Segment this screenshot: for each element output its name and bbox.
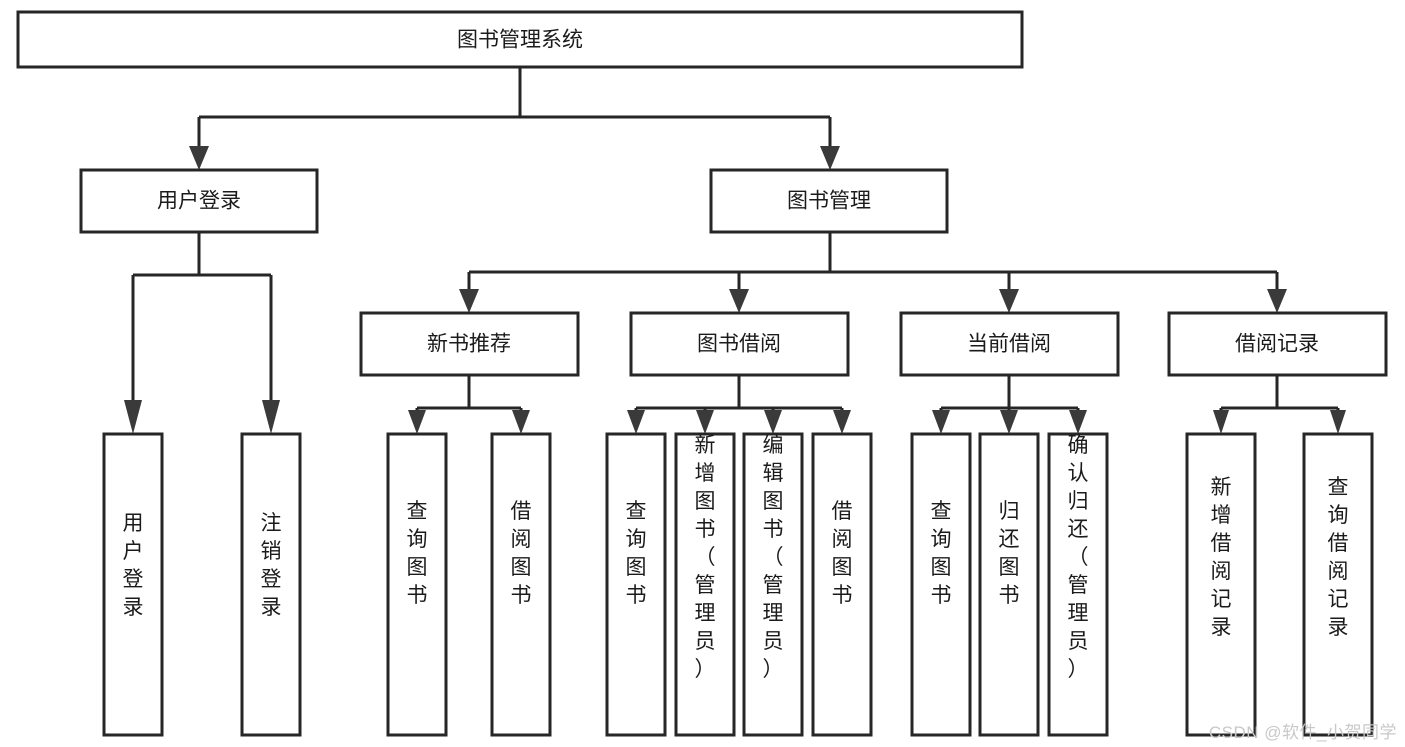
arrowhead-bb-borrow-book bbox=[833, 410, 851, 434]
node-leaf-nb-borrow-book-box[interactable] bbox=[490, 432, 552, 737]
node-leaf-bb-borrow-book[interactable]: 借阅图书 bbox=[811, 432, 873, 737]
arrowhead-book-mgmt bbox=[820, 146, 840, 170]
connector-layer bbox=[124, 67, 1346, 434]
node-leaf-cb-return-book-label: 归还图书 bbox=[999, 500, 1020, 607]
node-current-borrow-label: 当前借阅 bbox=[967, 333, 1051, 356]
node-leaf-cb-return-book-box[interactable] bbox=[978, 432, 1040, 737]
node-book-management[interactable]: 图书管理 bbox=[709, 168, 949, 234]
node-borrow-record[interactable]: 借阅记录 bbox=[1167, 311, 1388, 377]
node-leaf-br-query-record-box[interactable] bbox=[1302, 432, 1374, 737]
node-leaf-cb-confirm-return-box[interactable] bbox=[1047, 432, 1109, 737]
node-leaf-logout[interactable]: 注销登录 bbox=[240, 432, 302, 737]
node-book-borrow-box[interactable] bbox=[629, 311, 850, 377]
node-root-system[interactable]: 图书管理系统 bbox=[16, 10, 1024, 69]
arrowhead-leaf-user-login bbox=[124, 400, 142, 434]
node-book-borrow-label: 图书借阅 bbox=[697, 333, 781, 356]
node-leaf-bb-query-book-label: 查询图书 bbox=[626, 500, 647, 607]
arrowhead-user-login bbox=[189, 146, 209, 170]
node-leaf-bb-query-book-box[interactable] bbox=[605, 432, 667, 737]
csdn-watermark: CSDN @软件_小贺同学 bbox=[1208, 723, 1397, 742]
arrowhead-book-borrow bbox=[729, 289, 749, 313]
node-leaf-user-login-label: 用户登录 bbox=[123, 512, 144, 619]
node-leaf-user-login[interactable]: 用户登录 bbox=[102, 432, 164, 737]
node-leaf-cb-query-book-label: 查询图书 bbox=[931, 500, 952, 607]
arrowhead-bb-add-book bbox=[696, 410, 714, 434]
arrowhead-cb-query-book bbox=[932, 410, 950, 434]
node-leaf-br-add-record[interactable]: 新增借阅记录 bbox=[1185, 432, 1257, 737]
node-leaf-bb-borrow-book-label: 借阅图书 bbox=[832, 500, 853, 607]
node-root-box[interactable] bbox=[16, 10, 1024, 69]
node-user-login[interactable]: 用户登录 bbox=[79, 168, 319, 234]
node-leaf-cb-query-book[interactable]: 查询图书 bbox=[910, 432, 972, 737]
node-leaf-bb-edit-book[interactable]: 编辑图书（管理员） bbox=[742, 432, 804, 737]
node-leaf-nb-borrow-book-label: 借阅图书 bbox=[511, 500, 532, 607]
node-current-borrow-box[interactable] bbox=[899, 311, 1120, 377]
node-borrow-record-label: 借阅记录 bbox=[1235, 333, 1319, 356]
node-leaf-cb-query-book-box[interactable] bbox=[910, 432, 972, 737]
node-book-management-box[interactable] bbox=[709, 168, 949, 234]
node-user-login-label: 用户登录 bbox=[157, 190, 241, 213]
node-leaf-br-query-record-label: 查询借阅记录 bbox=[1328, 476, 1349, 639]
arrowhead-current-borrow bbox=[999, 289, 1019, 313]
node-root-label: 图书管理系统 bbox=[457, 29, 583, 52]
node-new-book-recommend-box[interactable] bbox=[359, 311, 580, 377]
node-leaf-bb-edit-book-label: 编辑图书（管理员） bbox=[763, 434, 784, 681]
node-book-management-label: 图书管理 bbox=[787, 190, 871, 213]
arrowhead-bb-query-book bbox=[627, 410, 645, 434]
node-leaf-nb-query-book-label: 查询图书 bbox=[407, 500, 428, 607]
node-new-book-recommend[interactable]: 新书推荐 bbox=[359, 311, 580, 377]
node-leaf-br-add-record-label: 新增借阅记录 bbox=[1211, 476, 1232, 639]
node-leaf-bb-add-book-label: 新增图书（管理员） bbox=[695, 434, 716, 681]
node-new-book-recommend-label: 新书推荐 bbox=[427, 333, 511, 356]
node-leaf-cb-confirm-return[interactable]: 确认归还（管理员） bbox=[1047, 432, 1109, 737]
node-leaf-nb-query-book[interactable]: 查询图书 bbox=[386, 432, 448, 737]
arrowhead-bb-edit-book bbox=[764, 410, 782, 434]
node-leaf-user-login-box[interactable] bbox=[102, 432, 164, 737]
arrowhead-nb-query-book bbox=[408, 410, 426, 434]
arrowhead-cb-return-book bbox=[1000, 410, 1018, 434]
arrowhead-br-query-record bbox=[1330, 410, 1346, 434]
node-leaf-logout-box[interactable] bbox=[240, 432, 302, 737]
node-book-borrow[interactable]: 图书借阅 bbox=[629, 311, 850, 377]
arrowhead-cb-confirm-return bbox=[1069, 410, 1087, 434]
node-leaf-br-query-record[interactable]: 查询借阅记录 bbox=[1302, 432, 1374, 737]
node-leaf-bb-add-book[interactable]: 新增图书（管理员） bbox=[674, 432, 736, 737]
arrowhead-new-book bbox=[459, 289, 479, 313]
arrowhead-borrow-record bbox=[1267, 289, 1287, 313]
arrowhead-nb-borrow-book bbox=[512, 410, 530, 434]
arrowhead-leaf-logout bbox=[262, 400, 280, 434]
node-leaf-cb-return-book[interactable]: 归还图书 bbox=[978, 432, 1040, 737]
node-leaf-logout-label: 注销登录 bbox=[261, 512, 282, 619]
node-borrow-record-box[interactable] bbox=[1167, 311, 1388, 377]
node-leaf-bb-query-book[interactable]: 查询图书 bbox=[605, 432, 667, 737]
node-leaf-bb-add-book-box[interactable] bbox=[674, 432, 736, 737]
arrowhead-br-add-record bbox=[1213, 410, 1229, 434]
node-leaf-bb-borrow-book-box[interactable] bbox=[811, 432, 873, 737]
node-leaf-nb-borrow-book[interactable]: 借阅图书 bbox=[490, 432, 552, 737]
node-user-login-box[interactable] bbox=[79, 168, 319, 234]
node-leaf-bb-edit-book-box[interactable] bbox=[742, 432, 804, 737]
node-leaf-br-add-record-box[interactable] bbox=[1185, 432, 1257, 737]
node-leaf-nb-query-book-box[interactable] bbox=[386, 432, 448, 737]
node-current-borrow[interactable]: 当前借阅 bbox=[899, 311, 1120, 377]
node-leaf-cb-confirm-return-label: 确认归还（管理员） bbox=[1068, 434, 1089, 681]
